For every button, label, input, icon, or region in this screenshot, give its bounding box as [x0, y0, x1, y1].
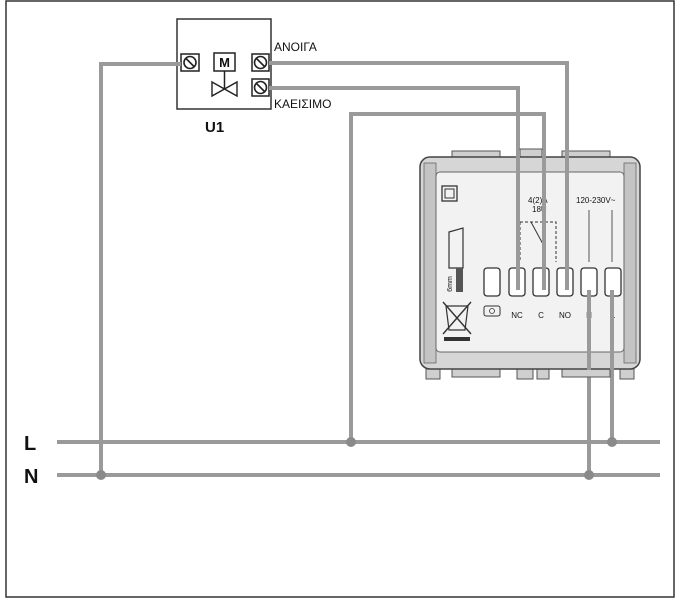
- mains-n-label: N: [24, 466, 38, 488]
- terminal-label-nc: NC: [511, 311, 523, 320]
- terminal-label-no: NO: [559, 311, 571, 320]
- strip-gap-label: 6mm: [447, 276, 454, 292]
- close-terminal-label: ΚΑΕΙΣΙΜΟ: [274, 97, 331, 111]
- terminal-label-c: C: [538, 311, 544, 320]
- supply-label: 120-230V~: [576, 196, 616, 205]
- motor-label: M: [219, 55, 230, 70]
- mains-l-label: L: [24, 433, 36, 455]
- wiring-overlay: [516, 150, 614, 370]
- terminal-c: [532, 267, 550, 297]
- screw-terminal-icon: [180, 53, 200, 72]
- relay-rating-1: 4(2)A: [528, 196, 548, 205]
- relay-rating-2: 18U: [532, 205, 547, 214]
- screw-terminal-icon: [251, 78, 270, 97]
- junction-dot: [96, 470, 106, 480]
- junction-dot: [584, 470, 594, 480]
- diagram-border: [5, 0, 675, 598]
- weee-bin-icon: [442, 301, 472, 341]
- valve-actuator: M: [176, 18, 272, 110]
- valve-id-label: U1: [205, 119, 224, 136]
- screw-terminal-icon: [251, 53, 270, 72]
- junction-dot: [346, 437, 356, 447]
- phone-terminal-icon: [483, 305, 501, 317]
- device-inner-panel: [435, 171, 625, 353]
- wire-valve-common: [99, 62, 181, 475]
- open-terminal-label: ΑΝΟΙΓΑ: [274, 40, 317, 54]
- junction-dot: [607, 437, 617, 447]
- motor-valve-icon: M: [211, 52, 238, 98]
- thermostat-device: 6mm 4(2)A 18U 120-230V~ NC C: [419, 148, 641, 380]
